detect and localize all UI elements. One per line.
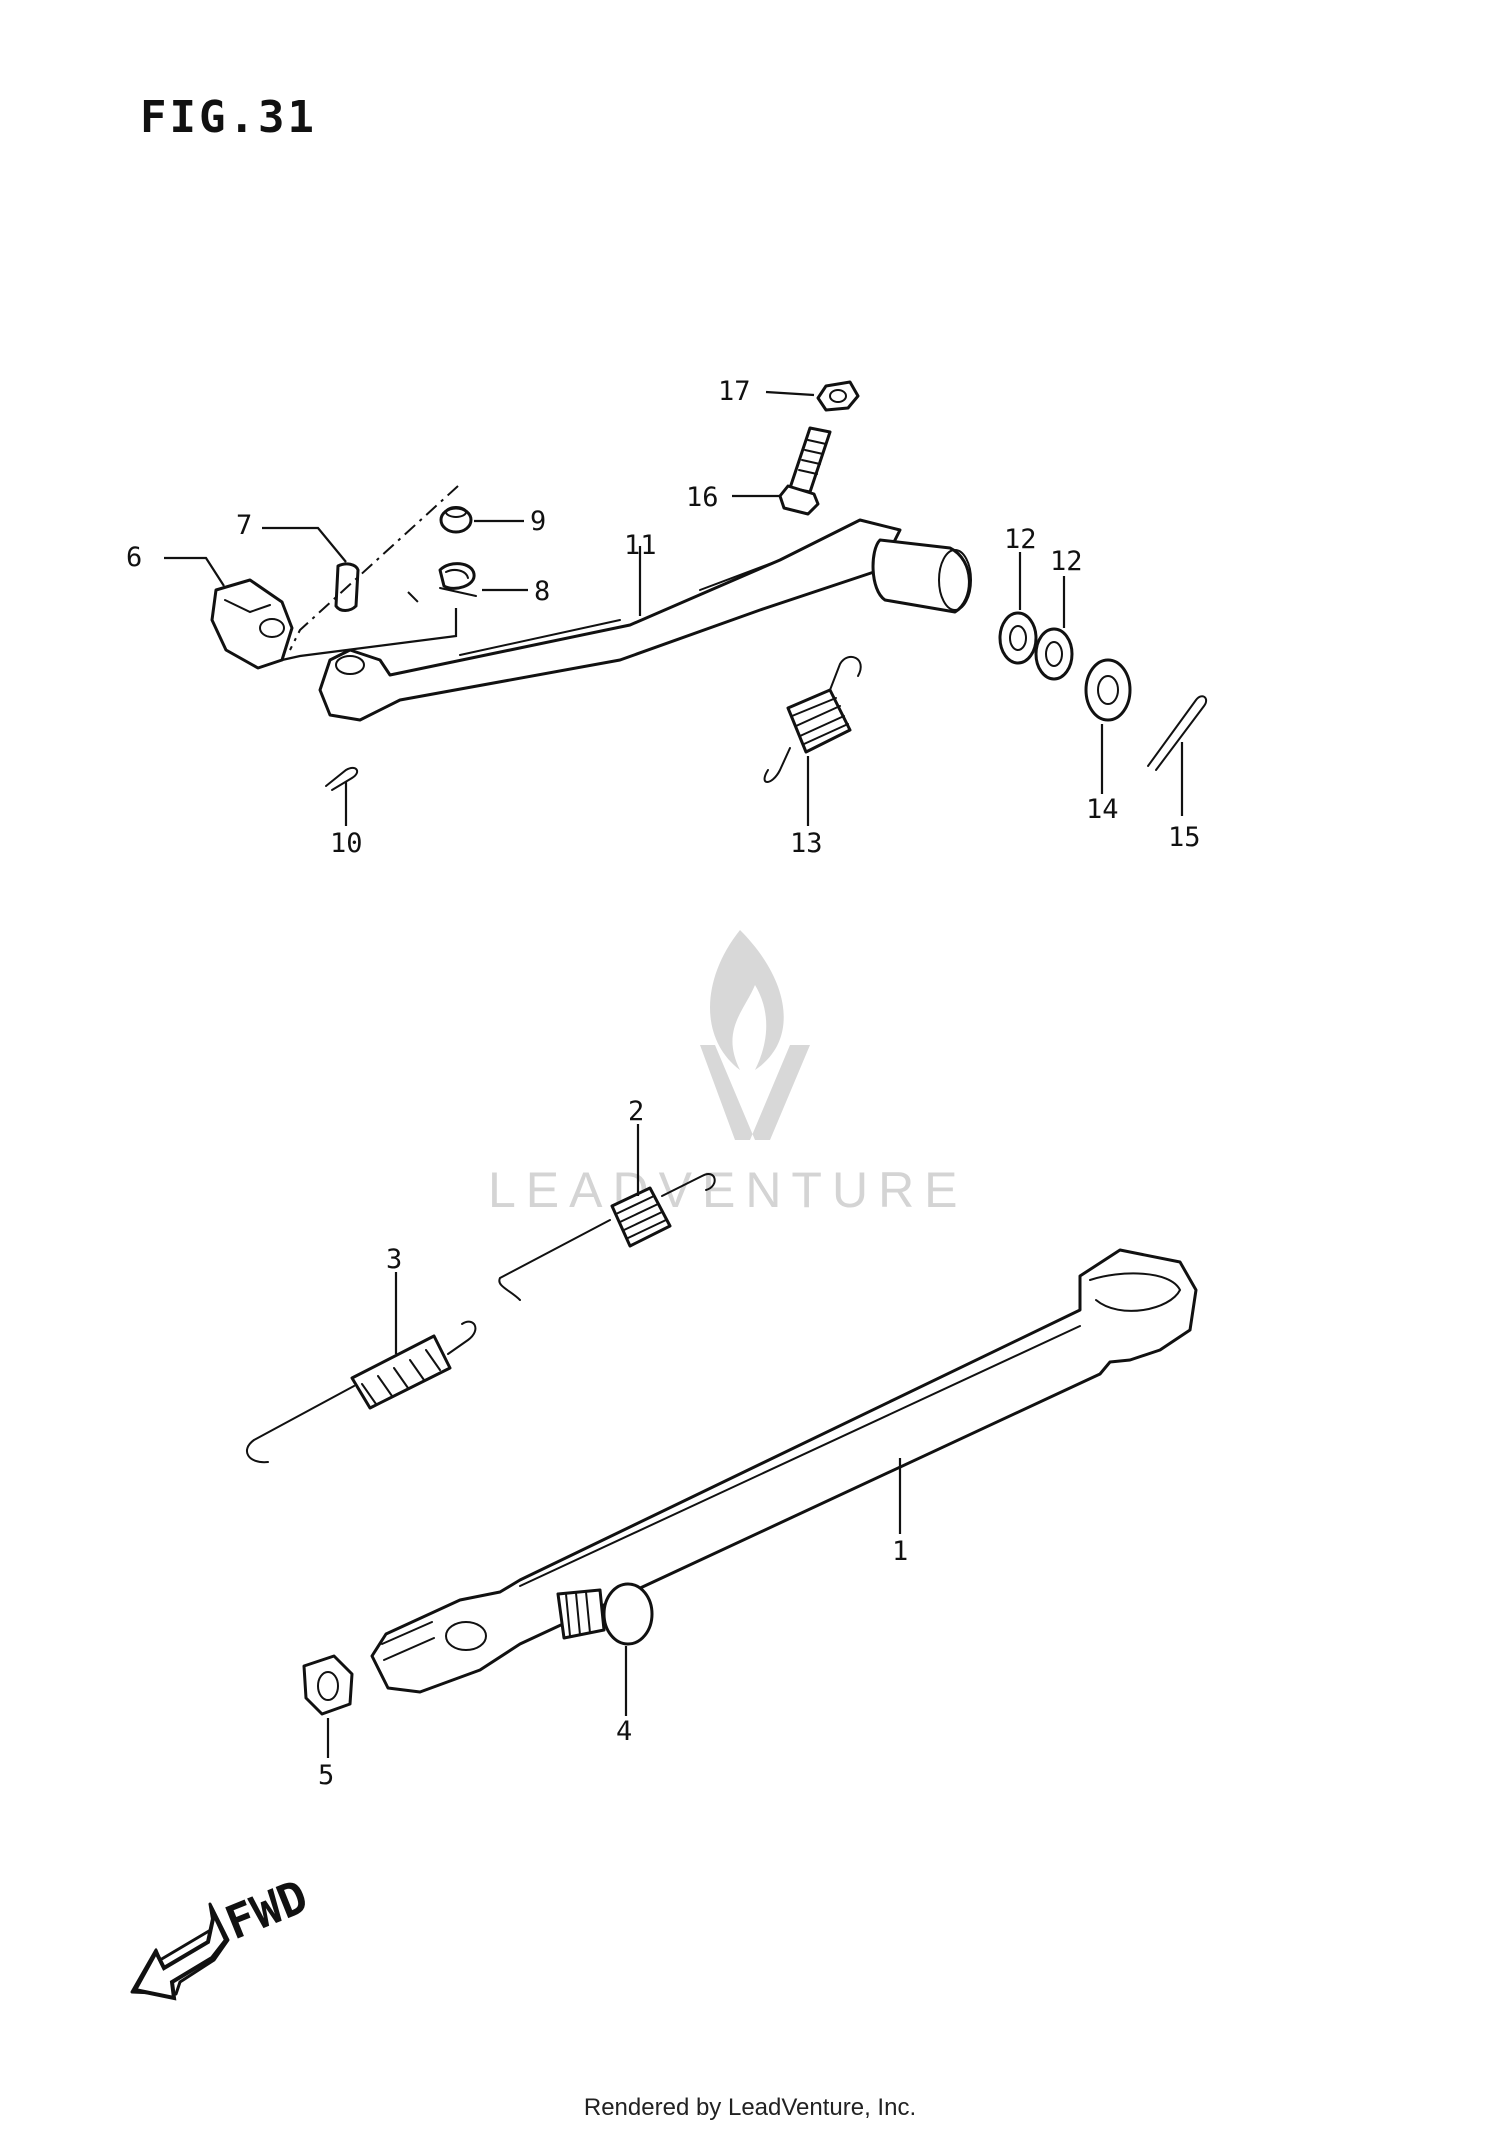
callout-9: 9 — [530, 506, 546, 537]
part-12-washer-b — [1034, 627, 1074, 681]
part-4-bolt — [556, 1582, 654, 1646]
part-5-nut — [302, 1654, 354, 1716]
callout-14: 14 — [1086, 794, 1119, 825]
part-8-washer — [438, 562, 477, 597]
footer-credit: Rendered by LeadVenture, Inc. — [583, 2094, 917, 2121]
part-1-side-stand — [370, 1248, 1198, 1694]
watermark-text: LEADVENTURE — [488, 1162, 968, 1218]
callout-6: 6 — [126, 542, 142, 573]
part-16-bolt — [778, 426, 832, 516]
part-10-cotter-pin — [325, 766, 359, 791]
callout-3: 3 — [386, 1244, 402, 1275]
callout-17: 17 — [718, 376, 751, 407]
callout-7: 7 — [236, 510, 252, 541]
part-9-collar — [439, 506, 473, 534]
forward-direction-arrow — [130, 1902, 230, 2001]
callout-1: 1 — [892, 1536, 908, 1567]
part-13-return-spring — [763, 655, 862, 783]
leader-7 — [262, 526, 347, 563]
callout-12a: 12 — [1004, 524, 1037, 555]
callout-15: 15 — [1168, 822, 1201, 853]
part-14-washer — [1084, 658, 1132, 722]
part-15-cotter-pin — [1147, 695, 1208, 771]
callout-11: 11 — [624, 530, 657, 561]
part-11-brake-pedal — [318, 518, 972, 722]
callout-16: 16 — [686, 482, 719, 513]
part-6-clevis — [210, 578, 294, 670]
callout-2: 2 — [628, 1096, 644, 1127]
leader-6 — [164, 556, 225, 587]
callout-12b: 12 — [1050, 546, 1083, 577]
fwd-label: FWD — [218, 1869, 315, 1950]
callout-8: 8 — [534, 576, 550, 607]
leader-17 — [765, 390, 815, 397]
part-2-spring — [498, 1173, 716, 1301]
callout-5: 5 — [318, 1760, 334, 1791]
assembly-line-a — [289, 485, 459, 651]
part-3-spring — [246, 1320, 477, 1464]
assembly-line-b — [407, 591, 421, 605]
part-12-washer-a — [998, 611, 1038, 665]
figure-title: FIG.31 — [140, 92, 317, 143]
callout-13: 13 — [790, 828, 823, 859]
leadventure-watermark-logo: LEADVENTURE — [488, 930, 968, 1218]
callout-4: 4 — [616, 1716, 632, 1747]
callout-10: 10 — [330, 828, 363, 859]
assembly-line-c — [281, 608, 458, 662]
part-17-nut — [816, 380, 860, 412]
